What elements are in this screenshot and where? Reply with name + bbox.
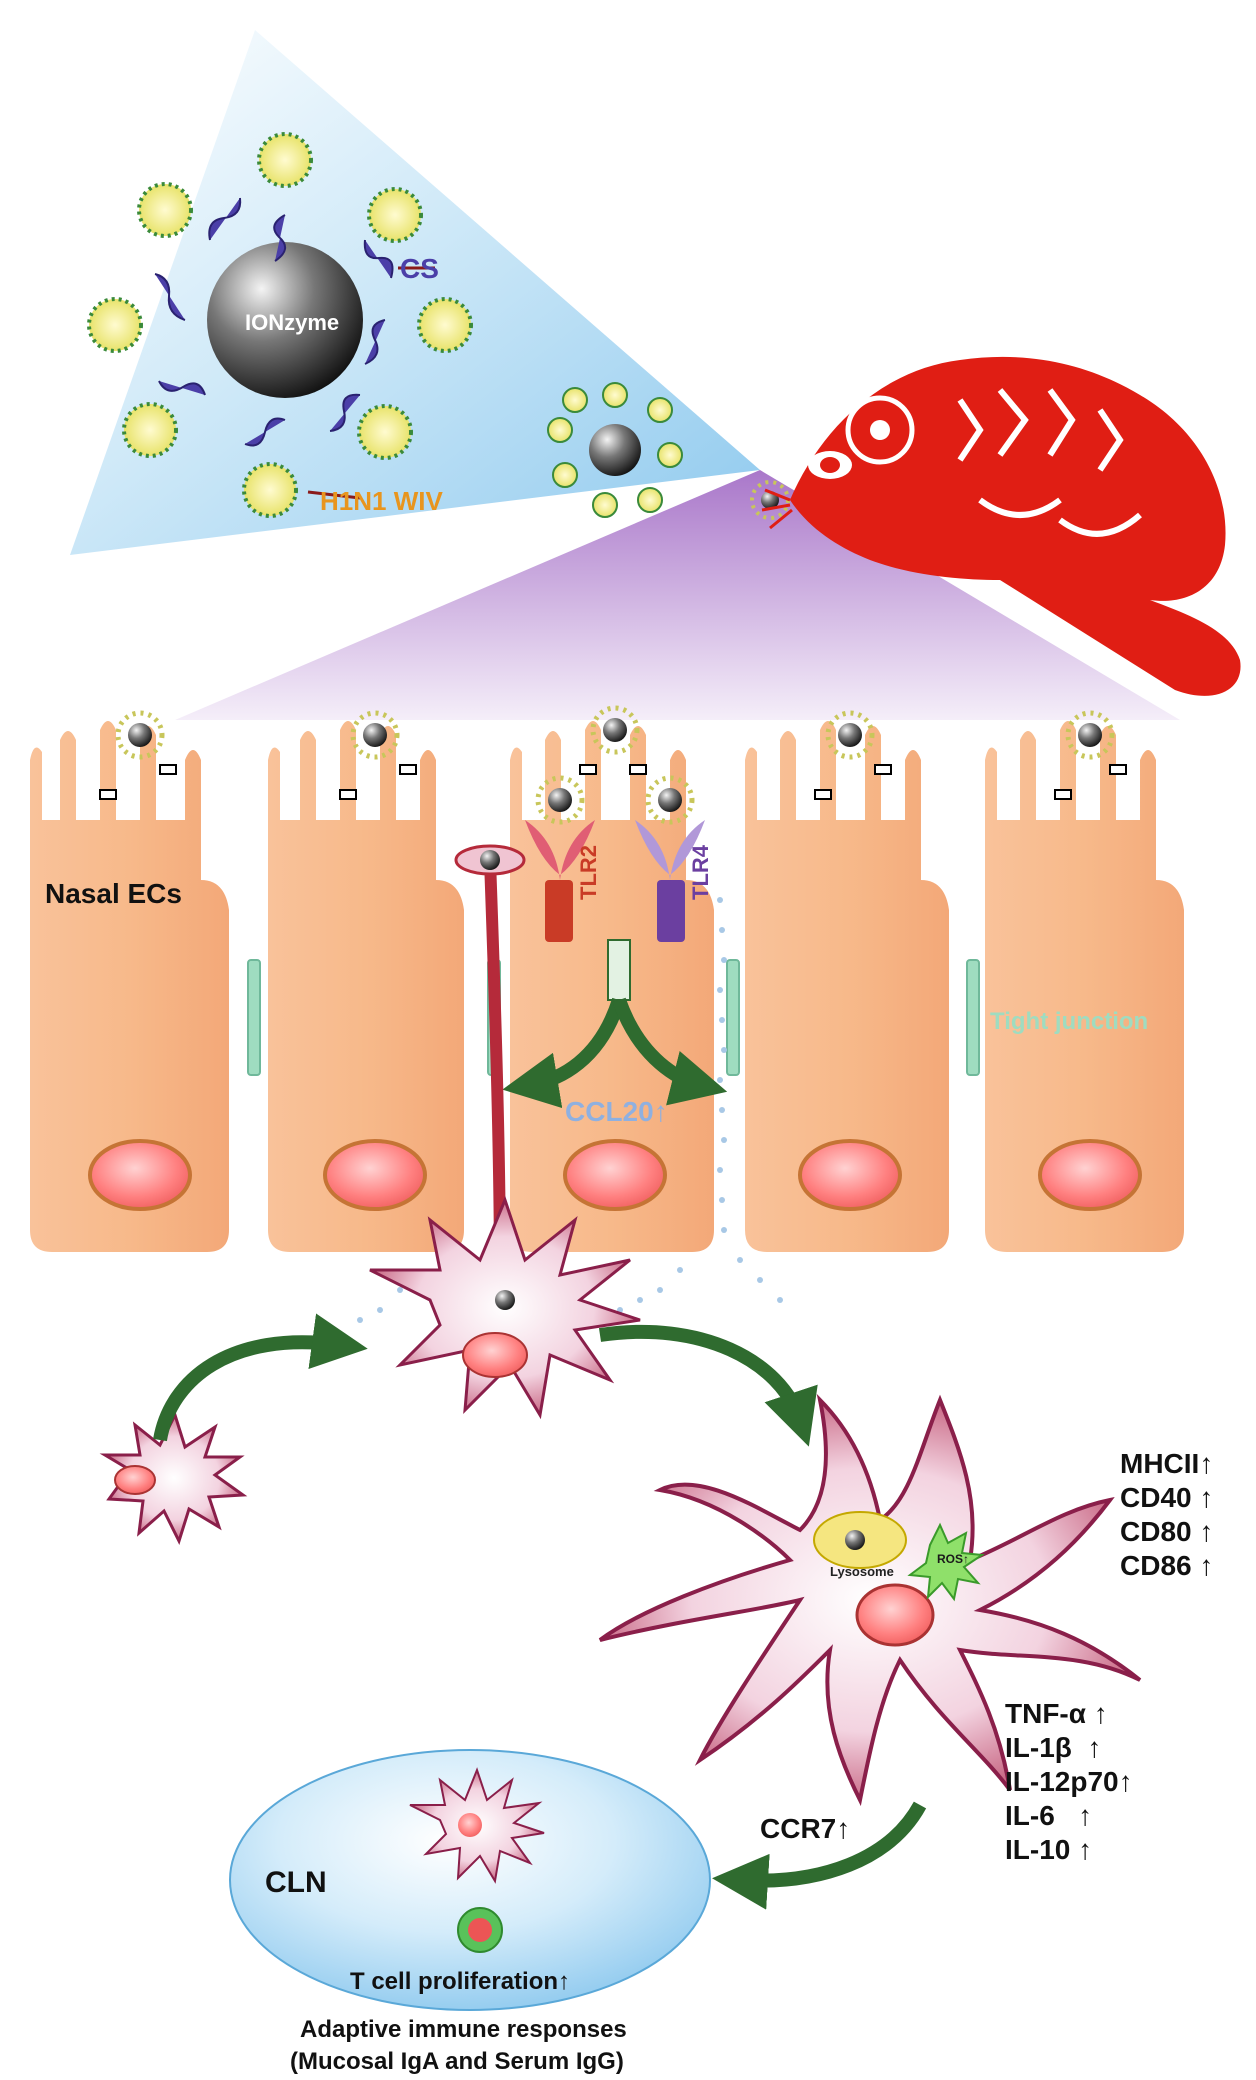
h1n1-virions [87,132,473,518]
cytokine-il1b: IL-1β ↑ [1005,1732,1102,1763]
cln-lymph-node [229,1749,711,2011]
wiv-pointer [307,490,361,500]
ionzyme-complex [87,132,473,518]
zoom-triangle-blue [70,30,760,555]
cln-label: CLN [265,1866,327,1899]
epithelial-cell-5 [985,721,1184,1252]
lysosome-label: Lysosome [830,1564,894,1579]
apical-particles [115,705,1115,760]
ionzyme-label: IONzyme [245,310,340,335]
dc-immature [99,1411,248,1545]
epithelial-cell-1 [30,721,229,1252]
ccl20-label: CCL20↑ [565,1096,668,1127]
adaptive-response-line2: (Mucosal IgA and Serum IgG) [290,2048,624,2075]
epithelial-cell-4 [745,721,949,1252]
epithelial-layer [30,705,1184,1252]
t-cell-proliferation-label: T cell proliferation↑ [350,1968,571,1995]
tlr2-receptor [525,775,595,942]
zoom-trapezoid-purple [175,470,1180,720]
cytokine-il6: IL-6 ↑ [1005,1800,1093,1831]
dc-migration-arrows [153,1313,927,1910]
dc-mature [598,1393,1142,1807]
h1n1-wiv-label: H1N1 WIV [320,486,443,516]
marker-cd80: CD80 ↑ [1120,1516,1214,1547]
epithelial-cell-2 [268,721,464,1252]
maturation-marker-list: MHCII↑ CD40 ↑ CD80 ↑ CD86 ↑ [1120,1450,1213,1586]
marker-cd40: CD40 ↑ [1120,1482,1214,1513]
cytokine-il12p70: IL-12p70↑ [1005,1766,1133,1797]
marker-cd86: CD86 ↑ [1120,1550,1214,1581]
marker-mhcii: MHCII↑ [1120,1448,1214,1479]
tlr2-label: TLR2 [576,845,601,900]
ccl20-signal [502,939,728,1109]
cs-label: CS [400,253,439,284]
cytokine-il10: IL-10 ↑ [1005,1834,1093,1865]
ccr7-label: CCR7↑ [760,1813,851,1844]
mouse-icon [761,356,1241,696]
tlr4-label: TLR4 [688,845,713,900]
tight-junction-label: Tight junction [990,1008,1149,1035]
ros-label: ROS↑ [937,1552,970,1566]
cytokine-tnf: TNF-α ↑ [1005,1698,1108,1729]
tlr4-receptor [635,775,705,942]
cs-chains [154,197,394,447]
ionzyme-complex-small [547,382,683,518]
nasal-ecs-label: Nasal ECs [45,878,182,909]
negative-charges [99,764,1127,800]
dc-recruited [369,1195,641,1420]
adaptive-response-line1: Adaptive immune responses [300,2016,627,2043]
cytokine-list: TNF-α ↑ IL-1β ↑ IL-12p70↑ IL-6 ↑ IL-10 ↑ [1005,1700,1133,1870]
